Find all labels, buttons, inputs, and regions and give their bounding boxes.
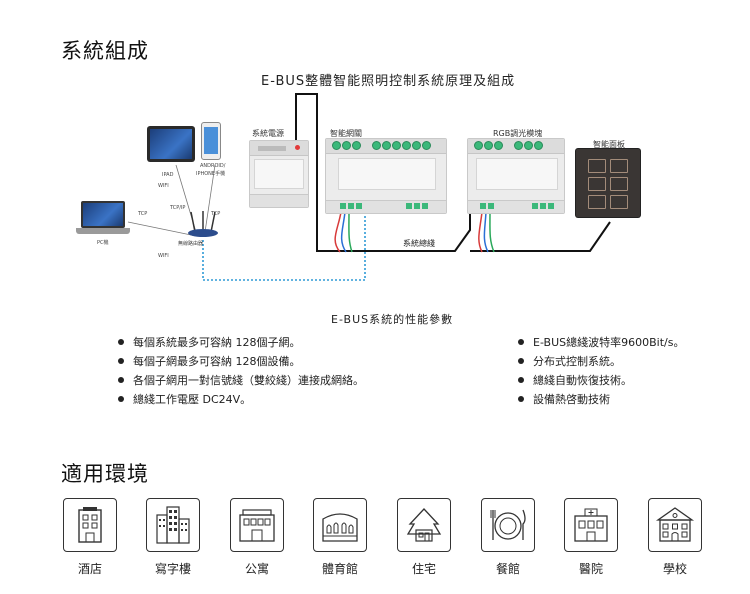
ipad-device	[147, 126, 195, 162]
performance-list-right: E-BUS總綫波特率9600Bit/s。 分布式控制系統。 總綫自動恢復技術。 …	[517, 333, 684, 409]
performance-item: 總綫自動恢復技術。	[517, 371, 684, 390]
rgb-module	[467, 138, 565, 214]
phone-device	[201, 122, 221, 160]
venue-label: 寫字樓	[154, 562, 191, 576]
pc-keyboard	[76, 228, 130, 234]
rgb-label: RGB調光模塊	[493, 129, 543, 138]
venue-residence: 住宅	[397, 498, 451, 577]
venue-label: 餐館	[495, 562, 520, 576]
residence-icon	[406, 508, 442, 542]
venue-school: 學校	[648, 498, 702, 577]
wire-rgb-blue	[483, 211, 489, 253]
gateway-label: 智能網關	[330, 129, 362, 138]
dashed-network-link	[202, 212, 366, 281]
stadium-icon	[322, 513, 358, 542]
venue-label: 體育館	[321, 562, 358, 576]
bus-label: 系統總綫	[401, 238, 437, 249]
venue-label: 公寓	[244, 562, 269, 576]
diagram-title: E-BUS整體智能照明控制系統原理及組成	[261, 74, 516, 89]
wire-gateway-red	[334, 211, 342, 253]
ipad-label: IPAD	[162, 172, 174, 178]
tcp-link-phone	[204, 164, 216, 233]
tcp-left-label: TCP	[138, 211, 148, 217]
router-label: 無線路由器	[178, 241, 204, 247]
wire-rgb-green	[489, 211, 495, 253]
performance-item: 每個子網最多可容納 128個設備。	[117, 352, 364, 371]
venue-office: 寫字樓	[146, 498, 200, 577]
tcp-right-label: TCP	[211, 211, 221, 217]
wifi-top-label: WIFI	[158, 183, 169, 189]
wire-rgb-red	[478, 211, 483, 253]
pc-label: PC機	[97, 240, 109, 246]
venue-label: 住宅	[411, 562, 436, 576]
performance-item: E-BUS總綫波特率9600Bit/s。	[517, 333, 684, 352]
performance-item: 每個系統最多可容納 128個子網。	[117, 333, 364, 352]
gateway-module	[325, 138, 447, 214]
android-label: ANDROID/	[200, 163, 226, 169]
section-title-environment: 適用環境	[61, 462, 149, 486]
panel-label: 智能面板	[593, 140, 625, 149]
performance-item: 設備熱啓動技術	[517, 390, 684, 409]
tcp-ip-label: TCP/IP	[170, 205, 186, 211]
venue-label: 酒店	[77, 562, 102, 576]
smart-panel	[576, 149, 640, 217]
iphone-label: IPHONE手機	[196, 171, 226, 177]
router-device	[188, 211, 218, 237]
school-icon	[655, 507, 695, 542]
hotel-icon	[78, 507, 102, 543]
wifi-bottom-label: WIFI	[158, 253, 169, 259]
section-title-system: 系統組成	[61, 39, 149, 63]
pc-device	[81, 201, 125, 228]
restaurant-icon	[490, 509, 526, 540]
wiring-diagram	[127, 93, 611, 281]
wire-gateway-green	[348, 211, 353, 253]
venue-stadium: 體育館	[313, 498, 367, 577]
venue-restaurant: 餐館	[481, 498, 535, 577]
wire-gateway-blue	[340, 211, 347, 253]
apartment-icon	[239, 509, 275, 542]
venue-label: 學校	[662, 562, 687, 576]
office-building-icon	[156, 506, 190, 544]
performance-item: 各個子網用一對信號綫（雙絞綫）連接成網絡。	[117, 371, 364, 390]
bus-line	[295, 93, 471, 252]
venue-hospital: 醫院	[564, 498, 618, 577]
performance-item: 分布式控制系統。	[517, 352, 684, 371]
venue-label: 醫院	[578, 562, 603, 576]
hospital-icon	[574, 508, 608, 542]
power-label: 系統電源	[252, 129, 284, 138]
venue-hotel: 酒店	[63, 498, 117, 577]
performance-title: E-BUS系統的性能參數	[331, 313, 454, 326]
bus-line-panel	[470, 221, 611, 252]
tcp-link-pc	[127, 221, 197, 237]
venue-apartment: 公寓	[230, 498, 284, 577]
power-module	[249, 140, 309, 208]
performance-item: 總綫工作電壓 DC24V。	[117, 390, 364, 409]
performance-list-left: 每個系統最多可容納 128個子網。 每個子網最多可容納 128個設備。 各個子網…	[117, 333, 364, 409]
